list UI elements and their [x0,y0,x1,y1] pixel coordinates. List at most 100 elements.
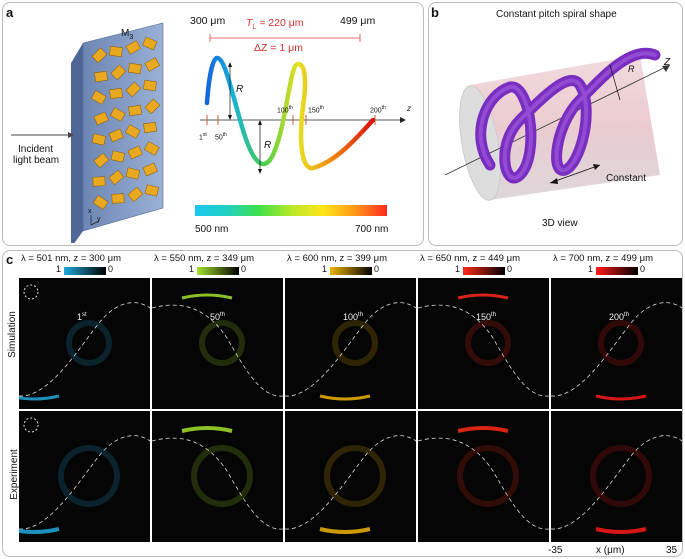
simulation-tile: 50th [152,278,283,409]
ordinal-label: 50th [210,312,226,322]
panel-b-z-label: Z [664,57,671,68]
simulation-tile: 100th [285,278,416,409]
radius-bottom-label: R [264,140,272,151]
colorbar-max-label: 1 [588,264,594,274]
nanobrick [94,70,108,83]
nanobrick [108,169,125,186]
colorbar-min-label: 0 [241,264,247,274]
nanobrick [143,79,157,92]
intensity-map [152,293,283,397]
nanobrick [128,62,142,75]
nanobrick [90,90,107,105]
trajectory-line [418,304,549,397]
nanobrick [111,193,125,204]
axis-y-label: y [97,216,101,223]
intensity-map [285,302,416,401]
z-axis-label: z [407,104,411,113]
column-header: λ = 700 nm, z = 499 μm [553,253,653,264]
intensity-map [551,435,682,534]
wavelength-min-label: 500 nm [195,224,229,235]
panel-a-label: a [6,5,14,20]
column-header: λ = 600 nm, z = 399 μm [287,253,387,264]
focal-spot [319,527,371,534]
nanobrick [93,111,109,126]
tick-150th: 150th [308,105,324,115]
colorbar-max-label: 1 [455,264,461,274]
panel-b-constant-label: Constant [606,173,647,184]
metasurface-figure [11,22,164,243]
nanobrick [91,133,107,146]
experiment-tile [152,411,283,542]
nanobrick [144,98,161,115]
nanobrick [128,104,142,117]
intensity-map [152,426,283,530]
ordinal-label: 100th [343,312,364,322]
intensity-map [418,293,549,397]
focal-spot [457,293,509,300]
panel-b-frame [428,2,683,246]
metasurface-label: M3 [121,28,134,41]
wavelength-colorbar [195,205,387,216]
panel-b-title: Constant pitch spiral shape [496,9,617,20]
trajectory-line [285,302,416,397]
speckle-ring [457,445,519,507]
polarization-icon [23,284,39,300]
wavelength-max-label: 700 nm [355,224,389,235]
intensity-colorbar [64,267,106,275]
focal-spot [19,527,60,534]
intensity-colorbar [197,267,239,275]
spiral-projection-plot [200,34,406,174]
trajectory-line [285,435,416,530]
nanobrick [92,176,106,187]
experiment-tile [285,411,416,542]
nanobrick [125,167,141,180]
ordinal-label: 150th [476,312,497,322]
radius-top-label: R [236,84,244,95]
trajectory-line [418,437,549,530]
tick-1st: 1st [199,132,207,142]
focal-spot [457,426,509,433]
experiment-tile [19,411,150,542]
trajectory-line [551,435,682,530]
colorbar-max-label: 1 [189,264,195,274]
trajectory-line [19,435,150,530]
nanobrick [142,162,158,177]
colorbar-min-label: 0 [640,264,646,274]
nanobrick [142,36,158,51]
incident-label-line1: Incident [18,144,54,155]
trajectory-line [152,437,283,530]
polarization-icon [23,417,39,433]
tick-200th: 200th [370,105,386,115]
nanobrick [110,64,127,81]
intensity-map [551,302,682,401]
nanobrick-array [90,36,161,210]
end-z-label: 499 μm [340,15,376,27]
focal-spot [595,394,647,401]
speckle-ring [324,445,386,507]
nanobrick [125,81,142,98]
row-label-simulation: Simulation [6,311,18,358]
nanobrick [143,141,160,156]
nanobrick [109,87,123,100]
intensity-map [418,426,549,530]
trajectory-line [551,302,682,397]
intensity-map [19,284,150,401]
nanobrick [108,128,124,143]
nanobrick [109,45,123,58]
nanobrick [124,124,141,139]
nanobrick [92,194,109,210]
x-axis-min: -35 [548,545,563,556]
intensity-colorbar [330,267,372,275]
intensity-map [19,417,150,534]
intensity-colorbar [596,267,638,275]
focal-spot [319,394,371,401]
speckle-ring [590,445,652,507]
tl-label: TL = 220 μm [246,17,304,32]
nanobrick [127,186,144,203]
colorbar-max-label: 1 [56,264,62,274]
start-z-label: 300 μm [190,15,226,27]
panel-b-label: b [431,5,439,20]
colorbar-min-label: 0 [507,264,513,274]
panel-c-frame [2,250,683,557]
nanobrick [144,184,160,197]
